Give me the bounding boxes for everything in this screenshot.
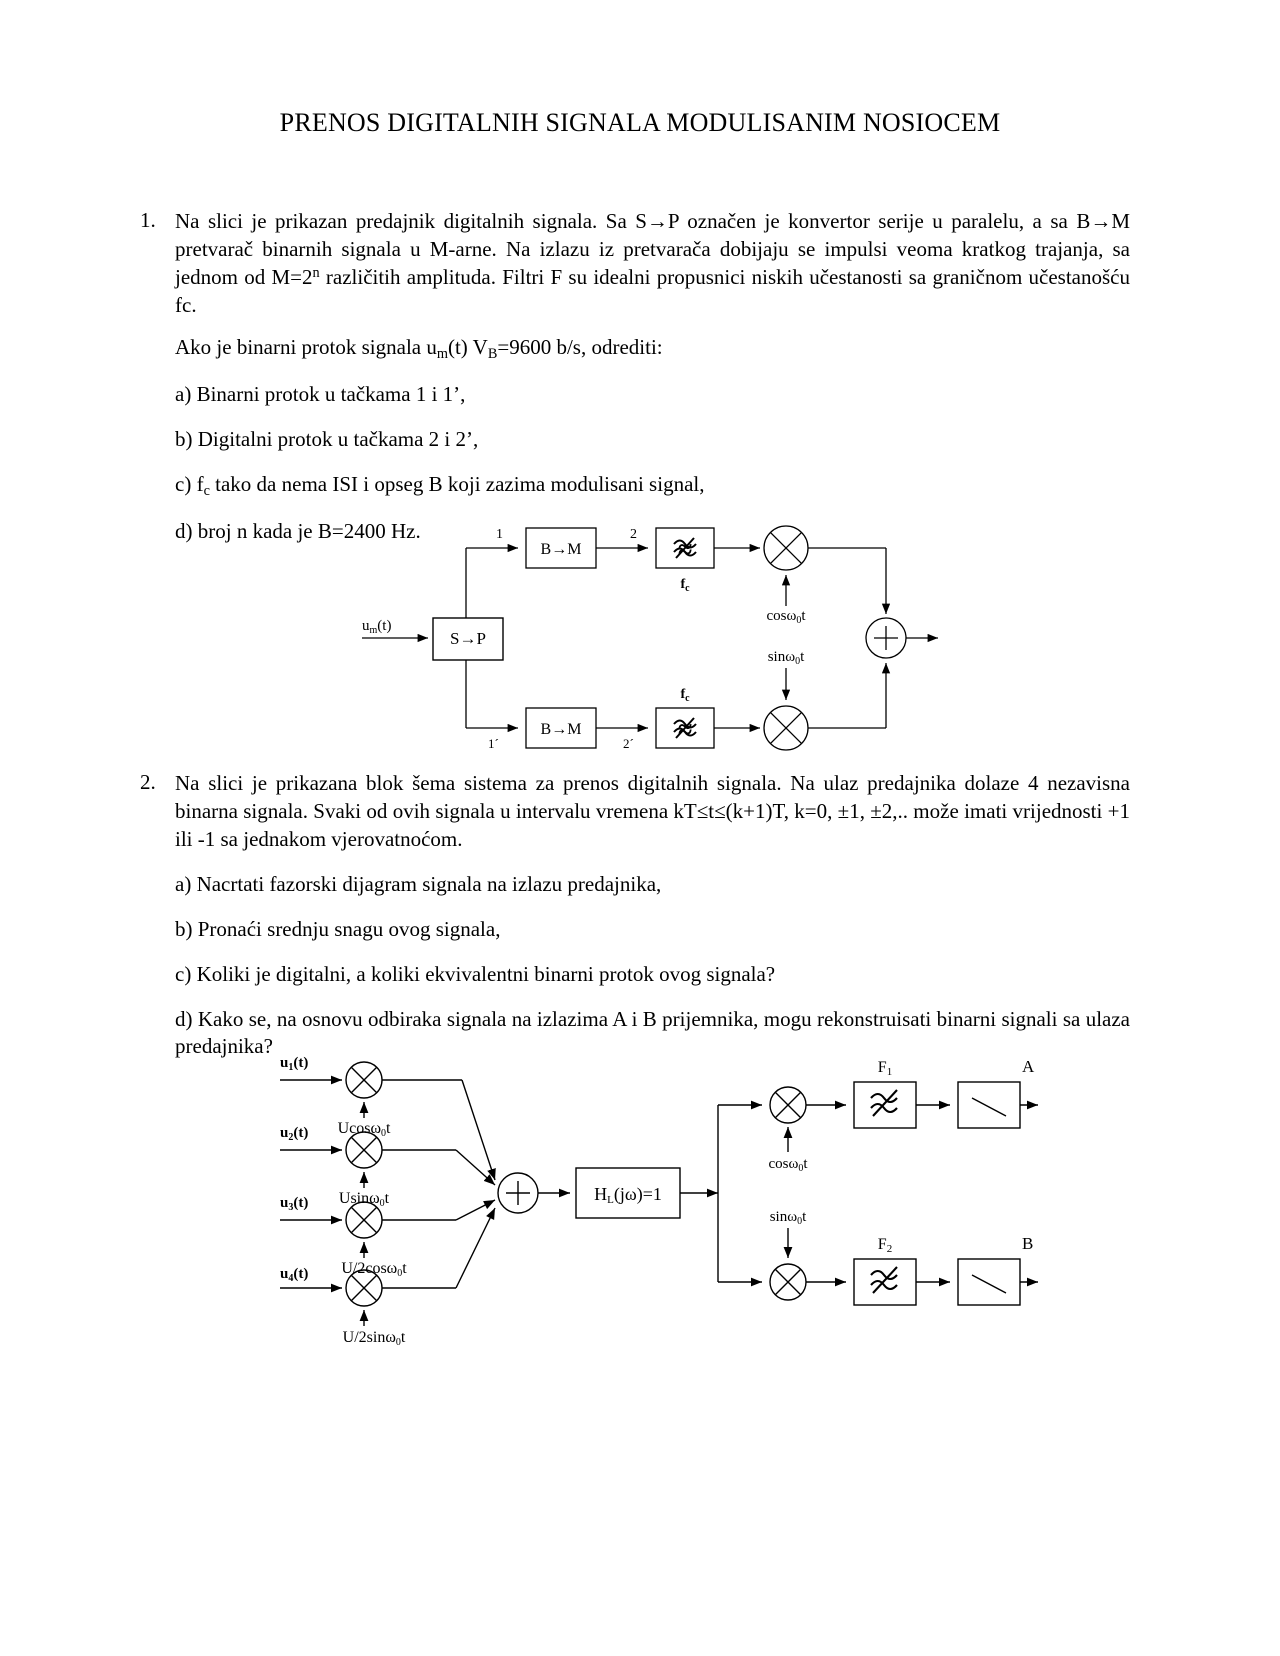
figure1-point-1p: 1´ (488, 736, 499, 751)
problem-2-item-b: b) Pronaći srednju snagu ovog signala, (175, 916, 501, 941)
page-title: PRENOS DIGITALNIH SIGNALA MODULISANIM NO… (279, 108, 1001, 137)
problem-2-item-c: c) Koliki je digitalni, a koliki ekvival… (175, 961, 776, 986)
figure2-input-1-label: u1(t) (280, 1055, 308, 1073)
figure2-input-3-label: u3(t) (280, 1195, 308, 1213)
figure2-carrier-1-label: Ucosω0t (338, 1120, 391, 1139)
figure2-carrier-4-label: U/2sinω0t (343, 1329, 406, 1348)
svg-text:≈: ≈ (678, 535, 692, 564)
problem-2-number: 2. (140, 770, 156, 794)
problem-1-given: Ako je binarni protok signala um(t) VB=9… (175, 334, 663, 362)
figure1-fc-top: fc (680, 577, 690, 594)
figure1-fc-bottom: fc (680, 687, 690, 704)
figure-2-system-block-diagram: u1(t) u2(t) u3(t) u4(t) Ucosω0t Usinω0t … (250, 1040, 1040, 1350)
figure2-filter-top-label: F1 (878, 1059, 892, 1078)
figure1-point-2: 2 (630, 527, 637, 542)
figure1-bm-top-label: B→M (541, 541, 582, 558)
figure2-rx-carrier-bottom-label: sinω0t (770, 1209, 807, 1227)
figure1-sp-block-label: S→P (450, 629, 486, 648)
figure2-input-4-label: u4(t) (280, 1266, 308, 1284)
figure2-carrier-3-label: U/2cosω0t (341, 1260, 407, 1279)
svg-text:≈: ≈ (678, 715, 692, 744)
figure2-rx-carrier-top-label: cosω0t (768, 1156, 808, 1174)
figure2-output-a-label: A (1022, 1057, 1035, 1076)
problem-2-body: Na slici je prikazana blok šema sistema … (175, 770, 1130, 1061)
problem-1-item-c: c) fc tako da nema ISI i opseg B koji za… (175, 471, 705, 499)
problem-2-item-d: d) Kako se, na osnovu odbiraka signala n… (175, 1006, 1130, 1059)
figure1-carrier-bottom: sinω0t (768, 649, 805, 667)
figure2-input-2-label: u2(t) (280, 1125, 308, 1143)
figure2-output-b-label: B (1022, 1234, 1033, 1253)
figure1-bm-bottom-label: B→M (541, 721, 582, 738)
figure2-filter-bottom-label: F2 (878, 1236, 892, 1255)
problem-2-intro: Na slici je prikazana blok šema sistema … (175, 771, 1130, 851)
figure1-point-1: 1 (496, 527, 503, 542)
figure-1-transmitter-block-diagram: ≈ ≈ um(t) S→P B→M B→M 1 2 1´ 2´ (340, 520, 940, 765)
problem-1-item-b: b) Digitalni protok u tačkama 2 i 2’, (175, 426, 479, 451)
problem-1-body: Na slici je prikazan predajnik digitalni… (175, 208, 1130, 546)
problem-1-intro: Na slici je prikazan predajnik digitalni… (175, 209, 1130, 317)
problem-1-item-a: a) Binarni protok u tačkama 1 i 1’, (175, 381, 466, 406)
figure1-input-label: um(t) (362, 618, 391, 636)
figure2-carrier-2-label: Usinω0t (339, 1190, 390, 1209)
problem-1-item-d: d) broj n kada je B=2400 Hz. (175, 518, 421, 543)
figure2-channel-label: HL(jω)=1 (594, 1184, 662, 1206)
problem-2-item-a: a) Nacrtati fazorski dijagram signala na… (175, 871, 662, 896)
figure1-point-2p: 2´ (623, 736, 634, 751)
problem-1-number: 1. (140, 208, 156, 232)
figure1-carrier-top: cosω0t (766, 608, 806, 626)
